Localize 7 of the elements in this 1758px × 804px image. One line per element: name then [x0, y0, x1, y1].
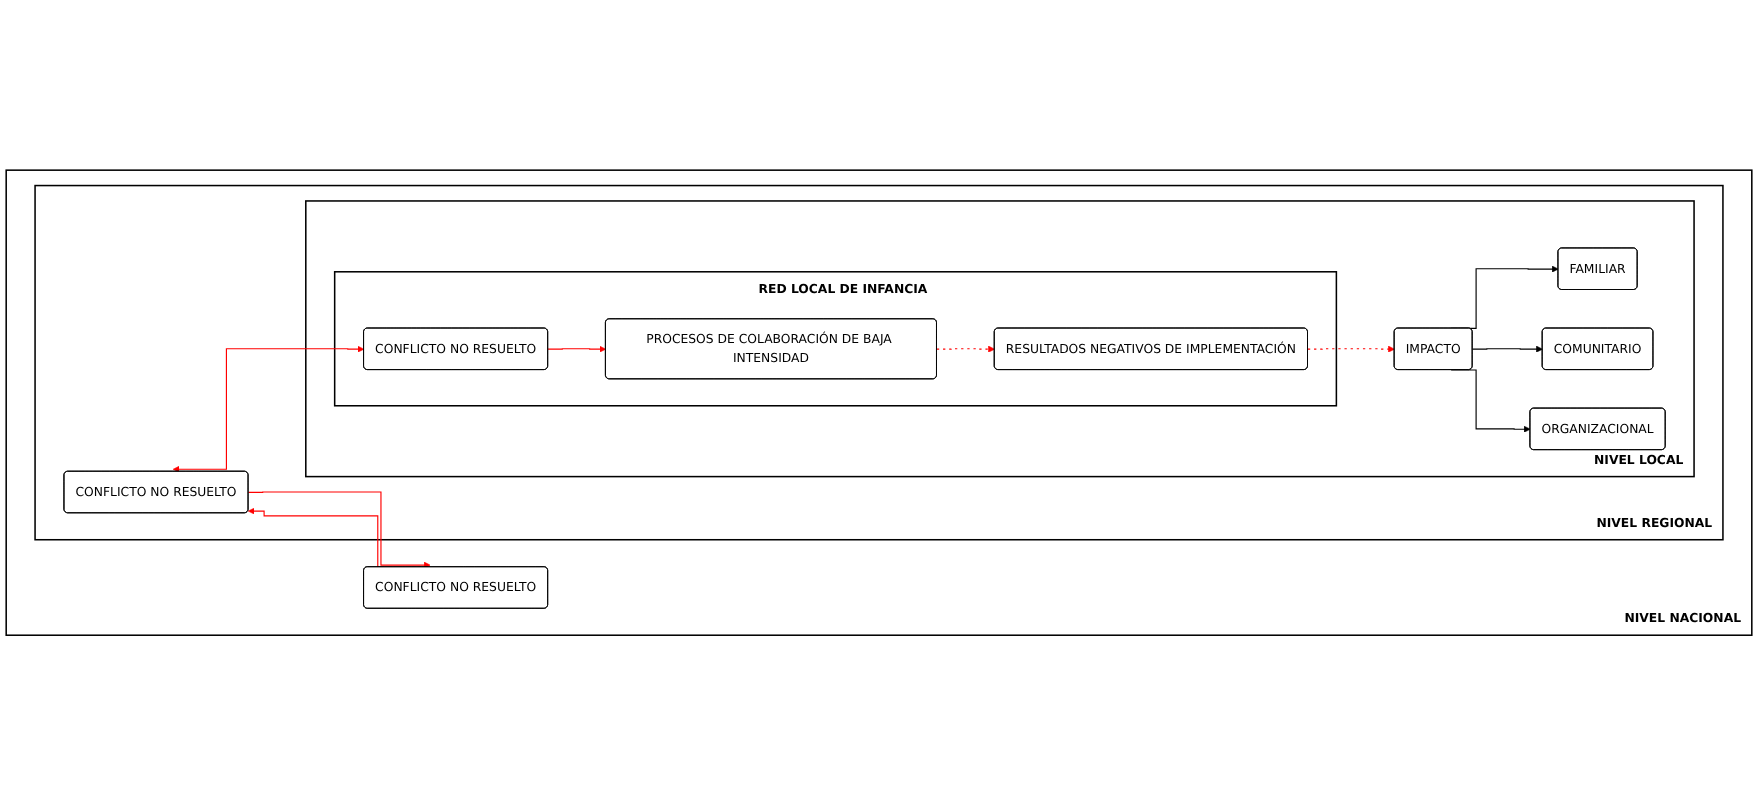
arrow [247, 490, 431, 568]
arrow [936, 345, 995, 352]
arrow [1450, 368, 1531, 432]
arrow [1471, 345, 1543, 352]
arrow [172, 345, 365, 472]
arrow [547, 345, 607, 352]
arrow [1307, 345, 1395, 352]
